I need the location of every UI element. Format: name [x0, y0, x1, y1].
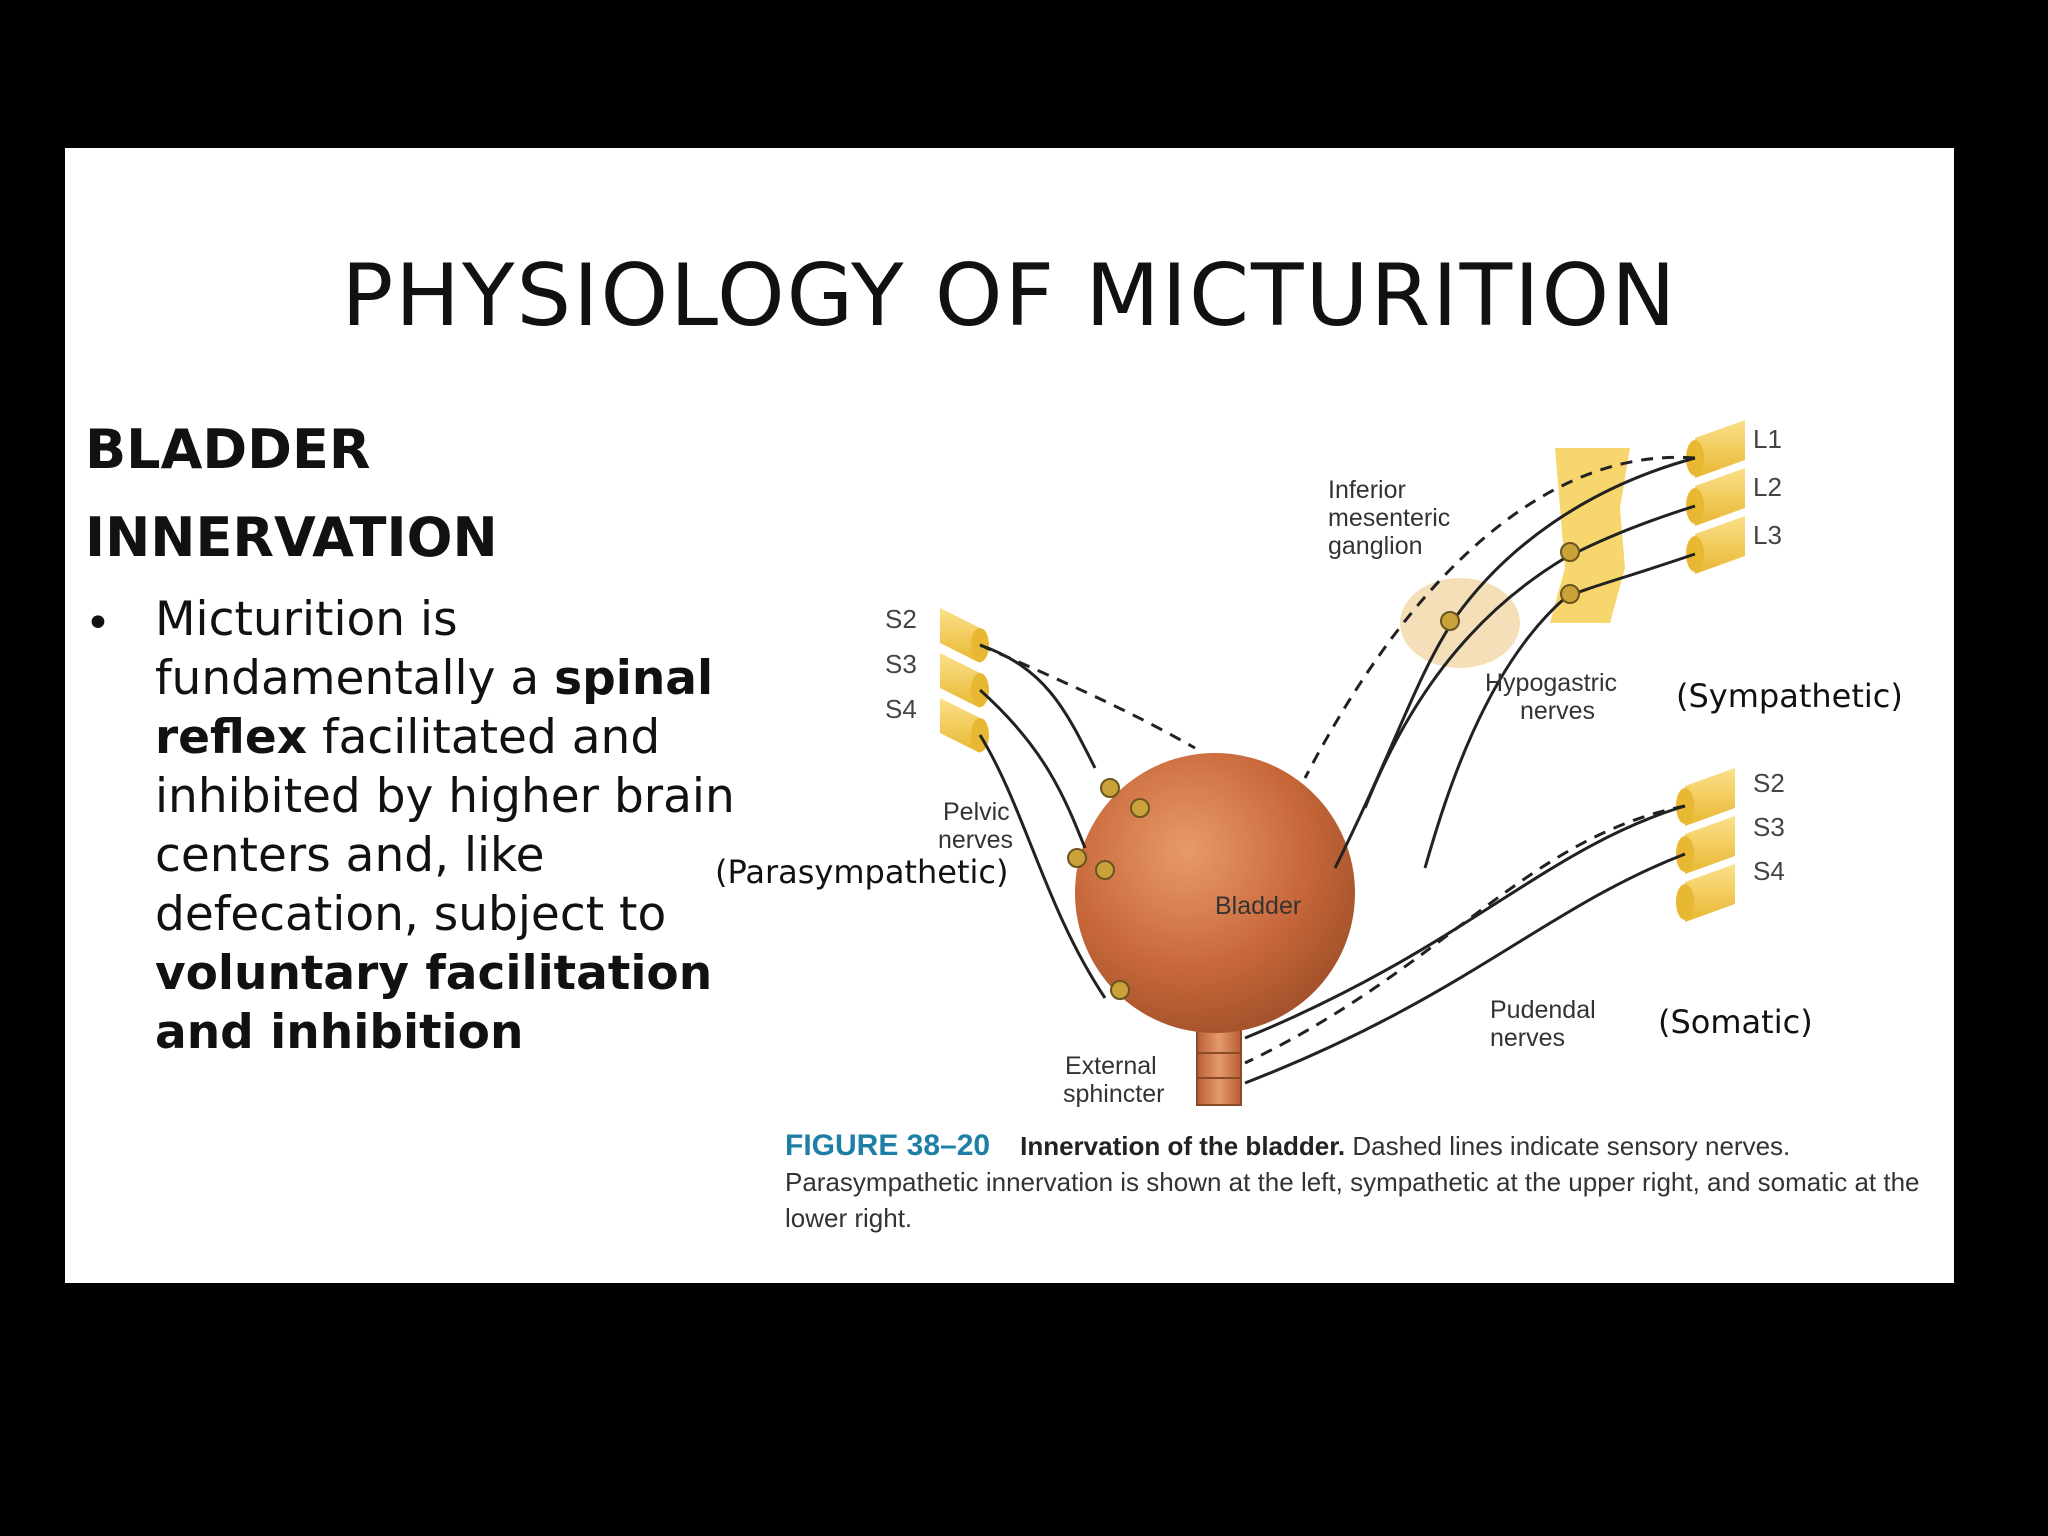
label-inferior-2: mesenteric: [1328, 504, 1450, 532]
label-somatic: (Somatic): [1658, 1003, 1813, 1041]
label-hypogastric-1: Hypogastric: [1485, 669, 1617, 697]
caption-title: Innervation of the bladder.: [1020, 1131, 1345, 1161]
left-spinal-segments: [940, 608, 989, 753]
label-inferior-3: ganglion: [1328, 532, 1423, 560]
label-hypogastric-2: nerves: [1520, 697, 1595, 725]
segment-label-right-s2: S2: [1753, 768, 1785, 798]
label-bladder: Bladder: [1215, 892, 1301, 920]
label-pelvic-2: nerves: [938, 826, 1013, 854]
label-parasympathetic: (Parasympathetic): [715, 853, 1008, 891]
caption-figure-number: FIGURE 38–20: [785, 1129, 990, 1162]
label-inferior-1: Inferior: [1328, 476, 1406, 504]
label-pudendal-2: nerves: [1490, 1024, 1565, 1052]
segment-label-right-s3: S3: [1753, 812, 1785, 842]
segment-label-right-s4: S4: [1753, 856, 1785, 886]
label-pudendal-1: Pudendal: [1490, 996, 1596, 1024]
segment-label-l3: L3: [1753, 520, 1782, 550]
inferior-mesenteric-ganglion: [1400, 578, 1520, 668]
segment-label-left-s4: S4: [885, 694, 917, 724]
bladder-innervation-diagram: Inferior mesenteric ganglion Hypogastric…: [65, 148, 1954, 1283]
pudendal-spinal-segments: [1676, 768, 1735, 922]
segment-label-l1: L1: [1753, 424, 1782, 454]
label-external-2: sphincter: [1063, 1080, 1164, 1108]
slide: PHYSIOLOGY OF MICTURITION BLADDER INNERV…: [65, 148, 1954, 1283]
segment-label-l2: L2: [1753, 472, 1782, 502]
label-pelvic-1: Pelvic: [943, 798, 1010, 826]
label-sympathetic: (Sympathetic): [1676, 677, 1903, 715]
segment-label-left-s3: S3: [885, 649, 917, 679]
lumbar-spinal-segments: [1686, 420, 1745, 574]
label-external-1: External: [1065, 1052, 1157, 1080]
segment-label-left-s2: S2: [885, 604, 917, 634]
